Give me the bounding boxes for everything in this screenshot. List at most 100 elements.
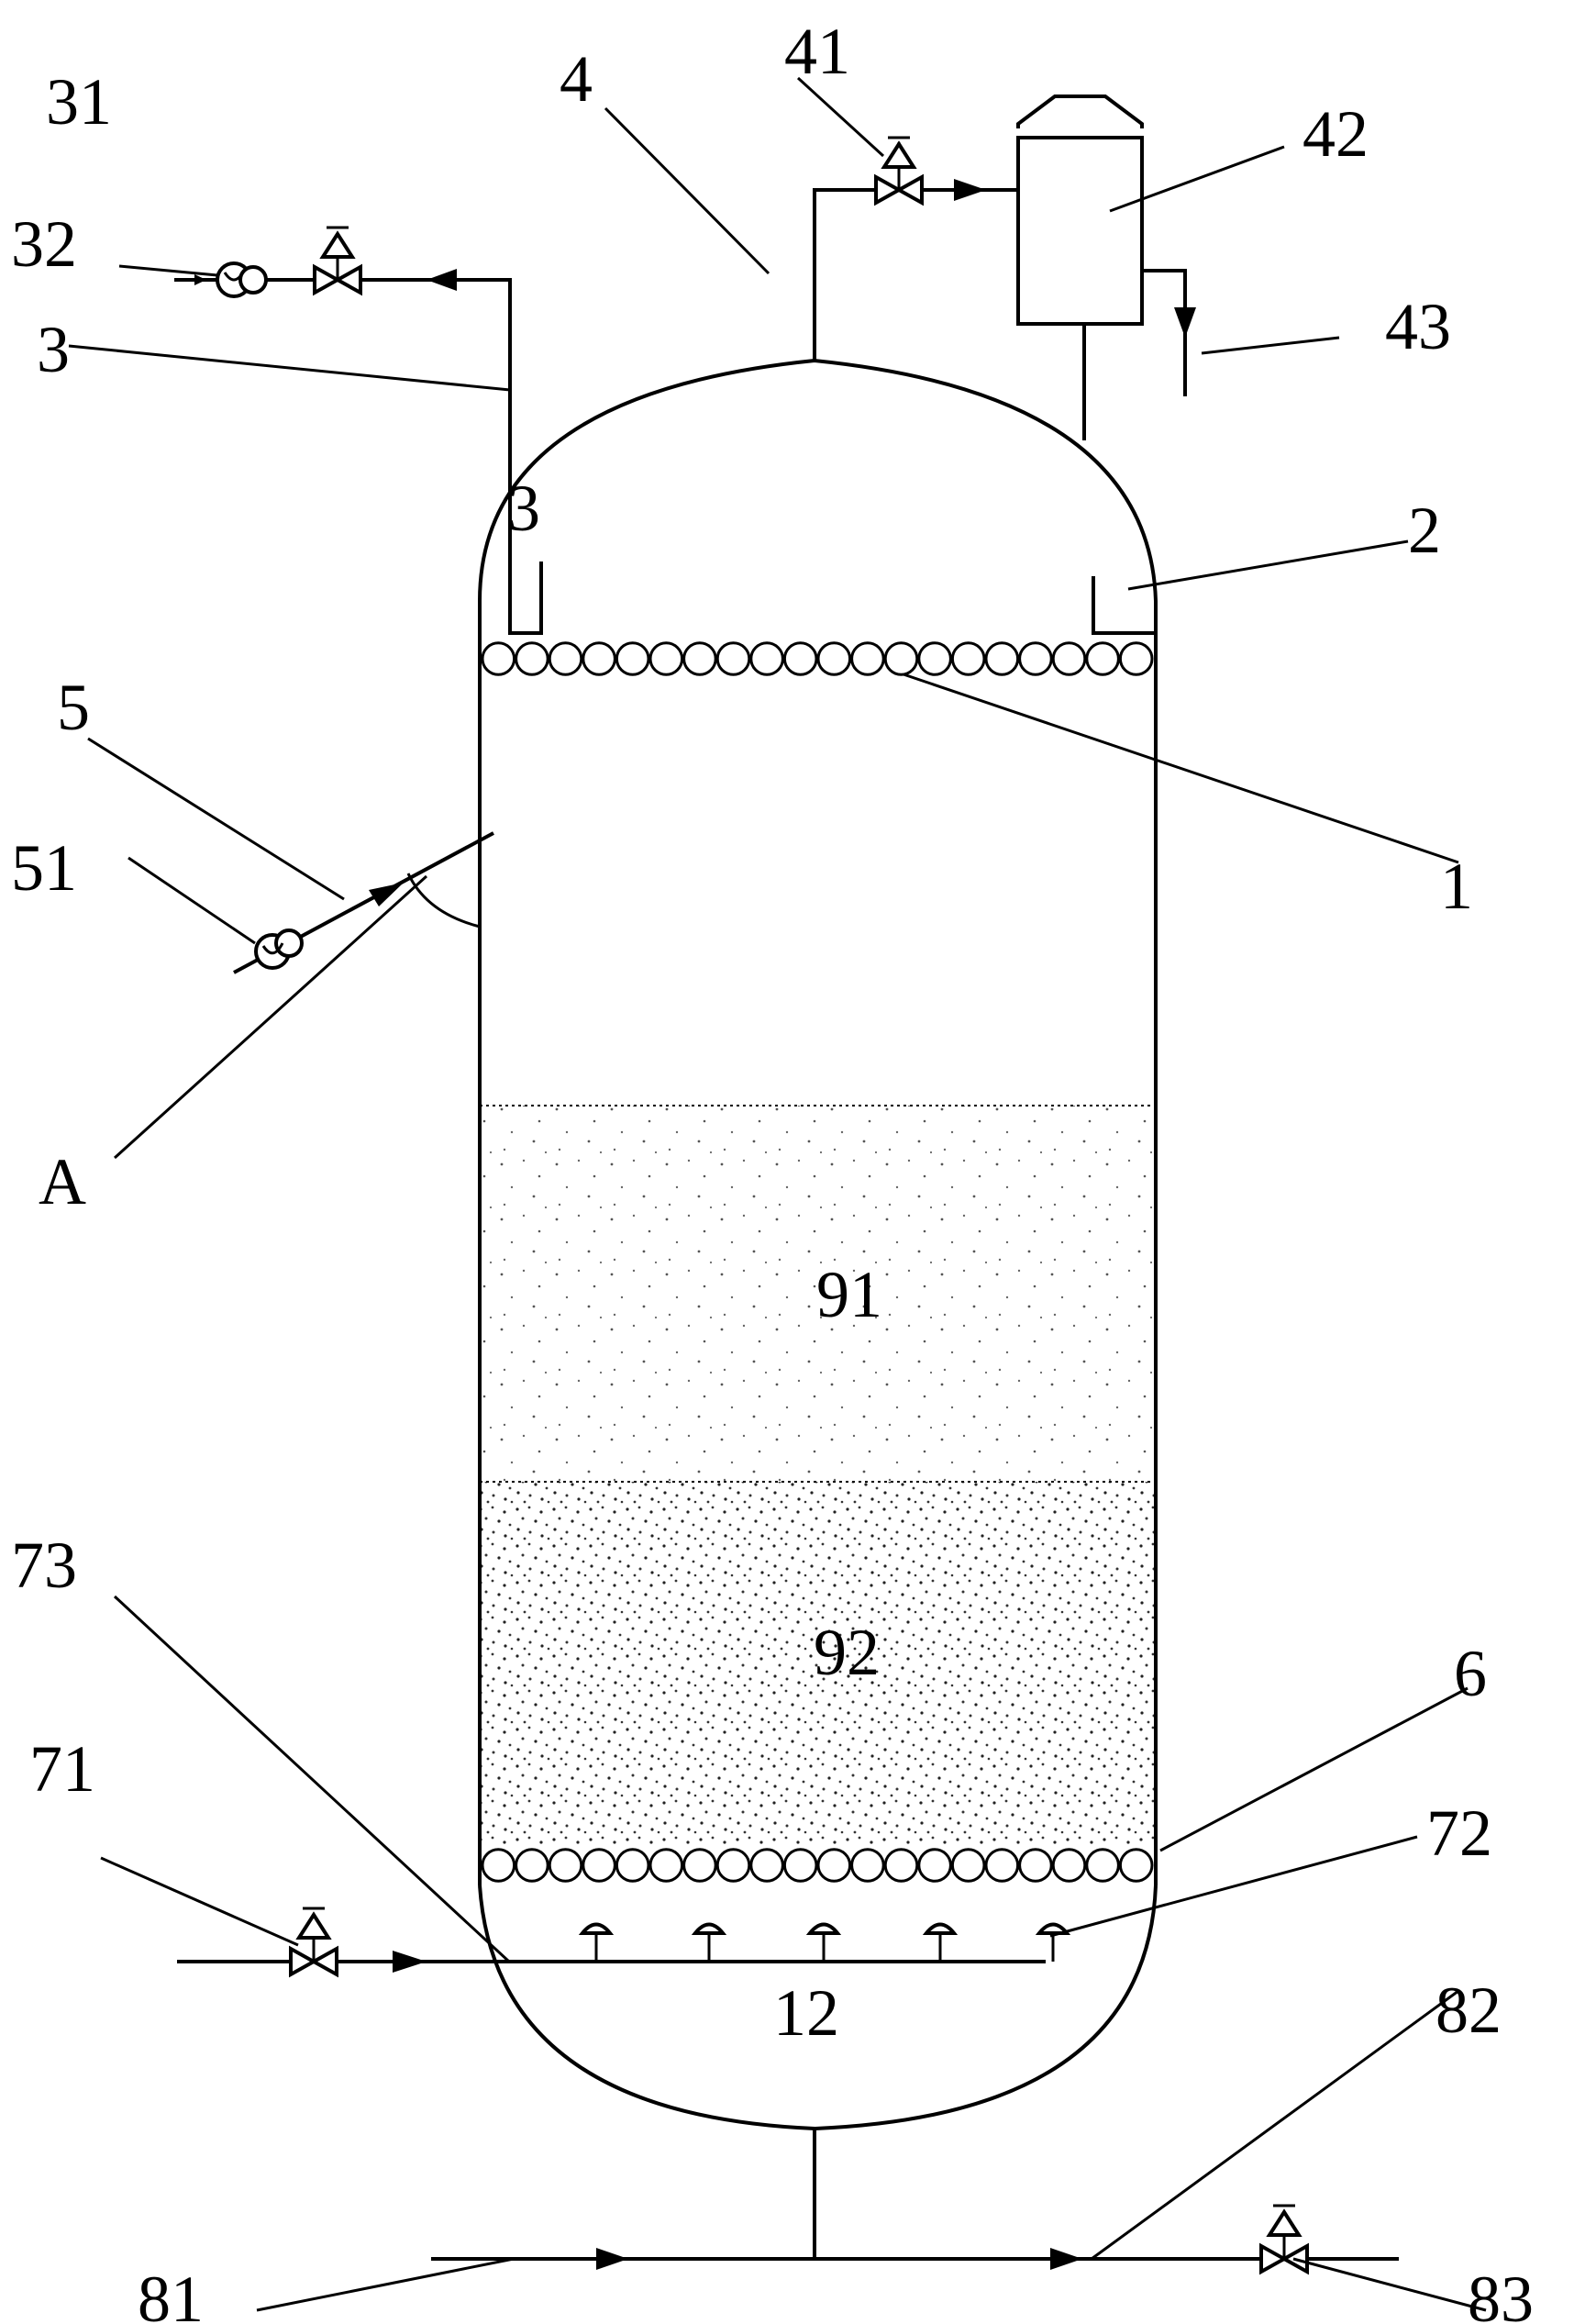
bottom-layer-bead <box>917 1848 952 1883</box>
top-bead-layer <box>481 641 1154 676</box>
label-73: 73 <box>11 1529 77 1602</box>
label-41: 41 <box>784 15 850 88</box>
pipe-73-arrow <box>393 1951 427 1973</box>
overflow-weirs <box>508 562 1156 635</box>
top-layer-bead <box>1018 641 1053 676</box>
bottom-layer-bead <box>481 1848 516 1883</box>
nozzle-cap <box>578 1922 615 1935</box>
pipe-4-arrow <box>954 179 986 201</box>
top-layer-bead <box>481 641 516 676</box>
pump-51-icon <box>254 928 304 970</box>
top-layer-bead <box>749 641 784 676</box>
bottom-layer-bead <box>682 1848 717 1883</box>
label-5: 5 <box>57 671 90 744</box>
nozzle-cap <box>691 1922 727 1935</box>
outlet-43-arrow <box>1174 307 1196 338</box>
upper-media-layer <box>482 1106 1154 1482</box>
bottom-layer-bead <box>548 1848 583 1883</box>
label-31: 31 <box>46 65 112 139</box>
label-6: 6 <box>1454 1637 1487 1710</box>
media-bed <box>480 1105 1156 1844</box>
nozzle-cap <box>805 1922 842 1935</box>
top-layer-bead <box>883 641 919 676</box>
label-82: 82 <box>1435 1974 1502 2047</box>
top-layer-bead <box>648 641 684 676</box>
leader-lines <box>68 76 1487 2312</box>
pipe-3-arrow <box>427 269 457 291</box>
pipe-81-arrow <box>596 2248 628 2270</box>
outlet-43-pipe <box>1142 269 1187 396</box>
label-83: 83 <box>1468 2263 1534 2324</box>
bottom-layer-bead <box>715 1848 751 1883</box>
label-A: A <box>39 1145 86 1218</box>
bottom-layer-bead <box>648 1848 684 1883</box>
lower-media-layer <box>482 1482 1154 1844</box>
pipe-3-assembly <box>174 226 512 562</box>
top-layer-bead <box>615 641 650 676</box>
inlet-5-assembly <box>233 831 494 974</box>
nozzle-cap <box>1035 1922 1071 1935</box>
label-43: 43 <box>1385 290 1451 363</box>
label-42: 42 <box>1302 97 1369 171</box>
top-layer-bead <box>682 641 717 676</box>
top-layer-bead <box>917 641 952 676</box>
bottom-layer-bead <box>1085 1848 1120 1883</box>
left-weir <box>508 562 543 635</box>
label-2: 2 <box>1408 494 1441 567</box>
label-3: 3 <box>37 313 70 386</box>
top-layer-bead <box>816 641 852 676</box>
bottom-layer-bead <box>749 1848 784 1883</box>
bottom-layer-bead <box>782 1848 818 1883</box>
bottom-layer-bead <box>1118 1848 1154 1883</box>
bottom-layer-bead <box>582 1848 616 1883</box>
distributor-nozzles <box>578 1922 1071 1962</box>
label-3-inner: 3 <box>507 472 540 545</box>
bottom-layer-bead <box>1018 1848 1053 1883</box>
bottom-layer-bead <box>950 1848 986 1883</box>
top-layer-bead <box>548 641 583 676</box>
label-12: 12 <box>773 1976 839 2050</box>
top-layer-bead <box>515 641 549 676</box>
pipe-82-arrow <box>1050 2248 1082 2270</box>
pipe-5-arrow <box>369 883 404 906</box>
top-layer-bead <box>715 641 751 676</box>
labels: 1 2 3 3 4 5 6 12 31 32 41 42 43 51 71 72… <box>11 15 1534 2324</box>
right-weir <box>1092 576 1156 635</box>
distributor-assembly <box>177 1907 1071 1978</box>
bottom-layer-bead <box>816 1848 852 1883</box>
bottom-layer-bead <box>984 1848 1020 1883</box>
pump-32-icon <box>194 261 268 298</box>
valve-71-icon <box>289 1907 338 1978</box>
pipe-4 <box>813 188 1018 361</box>
top-layer-bead <box>582 641 616 676</box>
label-51: 51 <box>11 831 77 905</box>
angle-a-arc <box>406 873 481 928</box>
top-layer-bead <box>950 641 986 676</box>
label-1: 1 <box>1440 850 1473 923</box>
pipe-4-assembly <box>813 136 1018 361</box>
separator-42 <box>1016 95 1196 440</box>
bottom-layer-bead <box>883 1848 919 1883</box>
drain-assembly <box>431 2129 1399 2275</box>
top-layer-bead <box>1085 641 1120 676</box>
separator-cap <box>1016 95 1144 128</box>
vessel-top-head <box>478 358 1158 602</box>
label-71: 71 <box>29 1732 95 1806</box>
label-91: 91 <box>816 1258 882 1331</box>
top-layer-bead <box>850 641 885 676</box>
bottom-layer-bead <box>615 1848 650 1883</box>
valve-41-icon <box>874 136 924 206</box>
separator-body <box>1016 136 1144 326</box>
label-81: 81 <box>138 2263 204 2324</box>
label-72: 72 <box>1426 1796 1492 1870</box>
bottom-layer-bead <box>1051 1848 1087 1883</box>
top-layer-bead <box>782 641 818 676</box>
label-92: 92 <box>814 1616 880 1689</box>
label-32: 32 <box>11 207 77 281</box>
label-4: 4 <box>560 42 593 116</box>
top-layer-bead <box>984 641 1020 676</box>
valve-31-icon <box>313 226 362 296</box>
bottom-layer-bead <box>850 1848 885 1883</box>
bottom-bead-layer <box>481 1848 1154 1883</box>
pipe-3 <box>174 278 512 562</box>
